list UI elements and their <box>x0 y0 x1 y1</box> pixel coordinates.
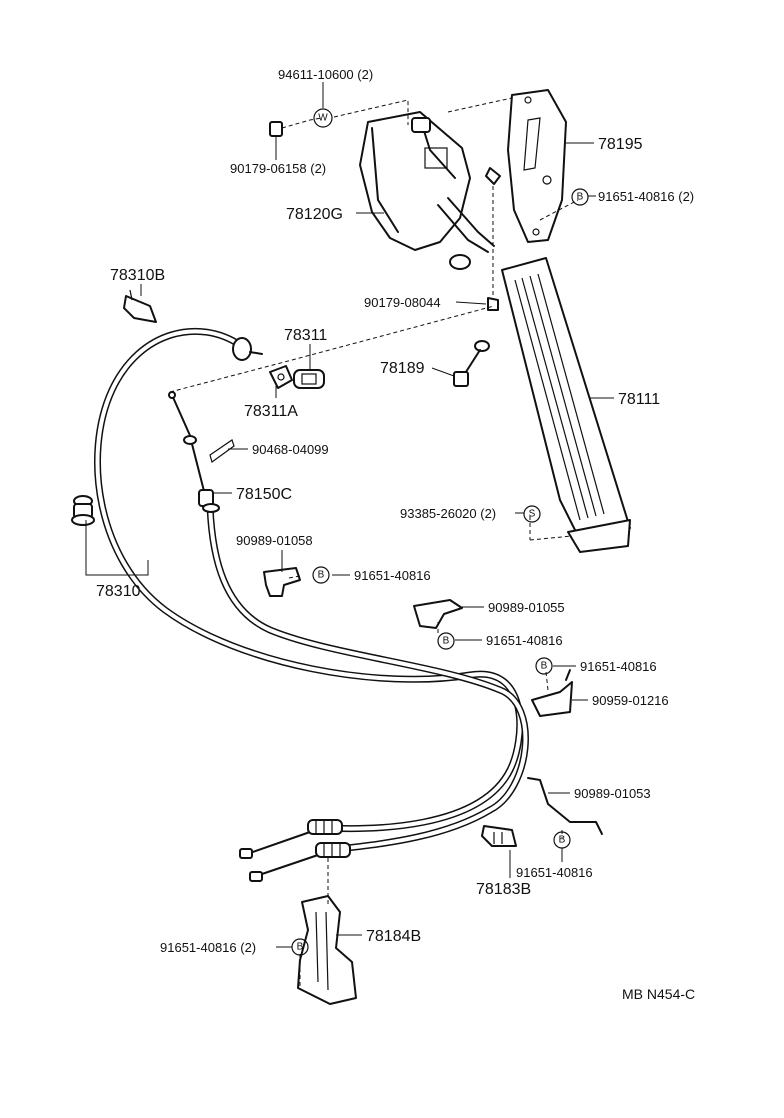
diagram-code: MB N454-C <box>622 986 695 1002</box>
grommet-78310 <box>71 495 95 526</box>
bolt-symbol: B <box>291 938 309 956</box>
bolt-symbol: B <box>553 831 571 849</box>
label-91651-40816-c: 91651-40816 <box>580 659 657 674</box>
label-91651-40816-b: 91651-40816 <box>486 633 563 648</box>
clamp-90989-01058 <box>263 567 301 597</box>
label-90179-08044: 90179-08044 <box>364 295 441 310</box>
leader-lines <box>85 82 614 948</box>
label-91651-40816-2-upper: 91651-40816 (2) <box>598 189 694 204</box>
label-78184B: 78184B <box>366 928 421 945</box>
label-90468-04099: 90468-04099 <box>252 442 329 457</box>
label-90989-01055: 90989-01055 <box>488 600 565 615</box>
label-78120G: 78120G <box>286 206 343 223</box>
clamp-90989-01055 <box>413 599 463 629</box>
stopper-78311 <box>293 369 325 389</box>
svg-text:B: B <box>318 570 325 581</box>
label-78195: 78195 <box>598 136 643 153</box>
label-90179-06158: 90179-06158 (2) <box>230 161 326 176</box>
label-90959-01216: 90959-01216 <box>592 693 669 708</box>
pedal-bracket-78120G <box>359 111 495 270</box>
bolt-symbol: B <box>571 188 589 206</box>
clip-78183B <box>481 825 517 847</box>
washer-symbol: W <box>313 108 333 128</box>
label-78183B: 78183B <box>476 881 531 898</box>
label-90989-01058: 90989-01058 <box>236 533 313 548</box>
label-78310: 78310 <box>96 583 141 600</box>
accelerator-cable-78310 <box>94 327 524 833</box>
bolt-symbol: B <box>312 566 330 584</box>
pedal-arm-78195 <box>507 89 567 243</box>
accelerator-pedal-78111 <box>501 257 631 553</box>
clip-78310B <box>123 289 157 323</box>
label-90989-01053: 90989-01053 <box>574 786 651 801</box>
label-78311A: 78311A <box>244 403 298 420</box>
label-91651-40816-2-lower: 91651-40816 (2) <box>160 940 256 955</box>
label-91651-40816-d: 91651-40816 <box>516 865 593 880</box>
svg-text:B: B <box>443 636 450 647</box>
cable-upper-end <box>232 337 263 361</box>
retainer-78311A <box>269 365 293 389</box>
label-94611-10600: 94611-10600 (2) <box>278 67 373 82</box>
throttle-cable-linkage <box>168 391 220 513</box>
label-78150C: 78150C <box>236 486 292 503</box>
svg-text:B: B <box>541 661 548 672</box>
label-93385-26020: 93385-26020 (2) <box>400 506 496 521</box>
cable-ends <box>239 819 351 882</box>
clip-90468 <box>209 439 235 463</box>
bracket-78184B <box>297 895 357 1005</box>
svg-text:B: B <box>297 942 304 953</box>
label-78189: 78189 <box>380 360 425 377</box>
label-91651-40816-a: 91651-40816 <box>354 568 431 583</box>
dashed-leaders <box>169 97 579 990</box>
svg-text:B: B <box>559 835 566 846</box>
label-78310B: 78310B <box>110 267 165 284</box>
screw-symbol: S <box>523 505 541 523</box>
stopper-bolt-78189 <box>453 340 490 387</box>
clamp-90989-01053 <box>527 777 603 835</box>
bolt-symbol: B <box>437 632 455 650</box>
label-78311: 78311 <box>284 327 327 344</box>
svg-text:B: B <box>577 192 584 203</box>
label-78111: 78111 <box>618 391 660 408</box>
bolt-symbol: B <box>535 657 553 675</box>
svg-text:S: S <box>529 509 536 520</box>
clamp-90959-01216 <box>531 669 573 717</box>
throttle-cable-78150C <box>206 501 529 854</box>
svg-text:W: W <box>318 113 328 124</box>
